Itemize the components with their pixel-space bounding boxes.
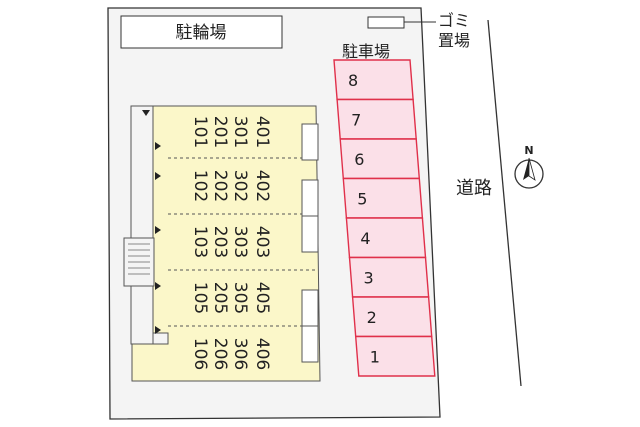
unit-number: 201 — [210, 116, 230, 148]
parking-space — [348, 256, 430, 298]
entrance-arrow — [155, 142, 161, 150]
road-label: 道路 — [456, 178, 492, 199]
parking-space-number: 8 — [348, 71, 358, 90]
parking-space-number: 4 — [360, 229, 370, 248]
unit-number: 102 — [190, 170, 210, 202]
bicycle-parking-label: 駐輪場 — [176, 23, 227, 43]
garbage-label-line2: 置場 — [438, 31, 470, 50]
balcony — [301, 123, 319, 161]
garbage-label-line1: ゴミ — [438, 11, 470, 30]
entrance-arrow — [155, 326, 161, 334]
unit-number: 305 — [230, 282, 250, 314]
balcony — [301, 215, 319, 253]
compass-needle-dark — [523, 158, 529, 180]
apartment-building: 4013012011014023022021024033032031034053… — [123, 105, 321, 382]
unit-number: 202 — [210, 170, 230, 202]
unit-number: 103 — [190, 226, 210, 258]
unit-number: 406 — [252, 338, 272, 370]
unit-number: 105 — [190, 282, 210, 314]
garbage-area — [367, 16, 405, 29]
parking-space — [336, 98, 417, 140]
parking-space — [351, 296, 433, 338]
parking-space — [342, 177, 424, 219]
compass-north-label: N — [524, 144, 533, 157]
unit-number: 402 — [252, 170, 272, 202]
entrance-arrow — [155, 172, 161, 180]
bicycle-parking-area — [120, 15, 283, 49]
balcony — [301, 289, 319, 327]
unit-dividers — [168, 157, 316, 327]
unit-number: 106 — [190, 338, 210, 370]
parking-space-number: 7 — [351, 110, 361, 129]
unit-number: 302 — [230, 170, 250, 202]
unit-number: 301 — [230, 116, 250, 148]
unit-number: 303 — [230, 226, 250, 258]
unit-number: 205 — [210, 282, 230, 314]
unit-number: 401 — [252, 116, 272, 148]
car-parking-area: 8 7 6 5 4 3 2 1 — [333, 59, 436, 377]
parking-space-number: 3 — [364, 268, 374, 287]
balcony — [301, 325, 319, 363]
entrance-arrow — [155, 226, 161, 234]
parking-space — [354, 335, 436, 377]
parking-space — [345, 217, 427, 259]
unit-number: 306 — [230, 338, 250, 370]
balcony — [301, 179, 319, 217]
corridor — [130, 105, 154, 345]
staircase-steps — [128, 243, 150, 275]
parking-space-number: 6 — [354, 150, 364, 169]
balconies — [301, 123, 319, 363]
parking-space-number: 1 — [370, 347, 380, 366]
unit-number: 403 — [252, 226, 272, 258]
unit-number: 405 — [252, 282, 272, 314]
parking-space — [333, 59, 414, 101]
unit-number: 206 — [210, 338, 230, 370]
parking-space — [339, 138, 421, 180]
entrance-markers — [142, 110, 161, 334]
unit-number: 101 — [190, 116, 210, 148]
entrance-arrow — [142, 110, 150, 116]
entrance-arrow — [155, 282, 161, 290]
parking-space-number: 5 — [357, 189, 367, 208]
north-compass: N — [514, 144, 544, 189]
parking-space-number: 2 — [367, 308, 377, 327]
unit-number: 203 — [210, 226, 230, 258]
compass-needle-light — [528, 157, 536, 181]
road-edge-line — [487, 19, 522, 387]
unit-labels: 4013012011014023022021024033032031034053… — [190, 116, 272, 370]
car-parking-title: 駐車場 — [342, 42, 390, 61]
